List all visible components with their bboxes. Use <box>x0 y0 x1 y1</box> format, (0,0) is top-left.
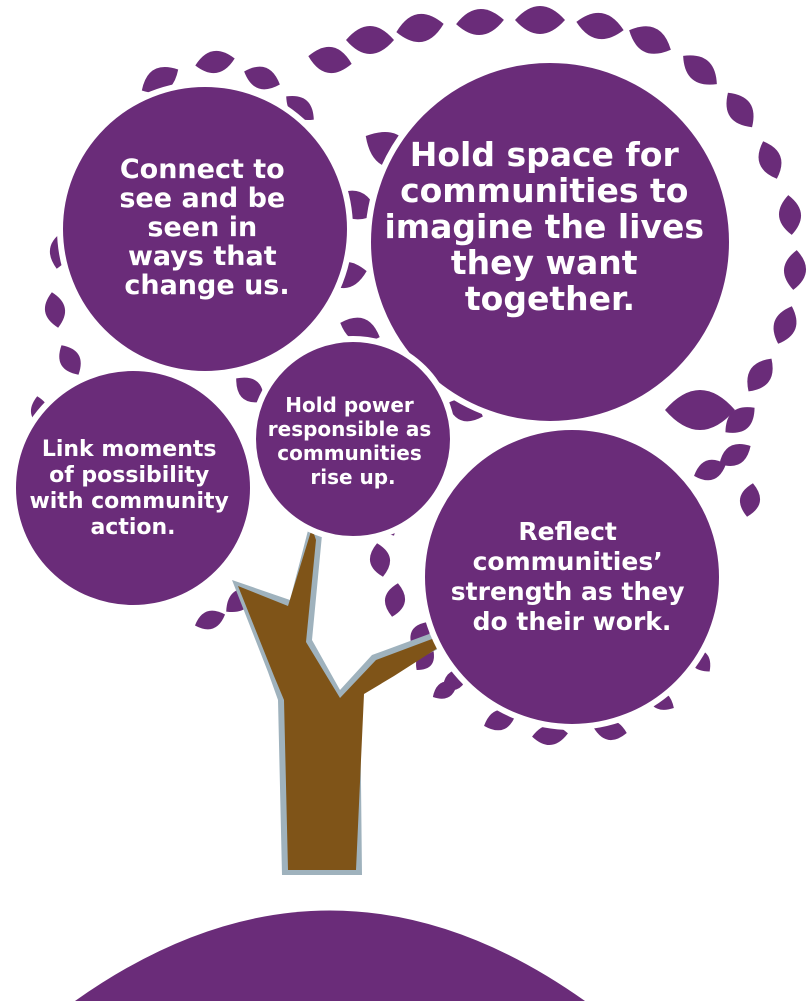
bubble-hold-power-line: communities <box>277 441 422 465</box>
leaf-shape <box>195 50 235 74</box>
leaf-shape <box>370 543 390 577</box>
bubble-link-text: Link moments of possibility with communi… <box>29 437 236 540</box>
bubble-link-line: Link moments <box>42 437 217 462</box>
leaf-shape <box>629 26 671 54</box>
bubble-connect-line: seen in <box>147 212 257 243</box>
leaf-shape <box>576 12 624 40</box>
leaf-shape <box>665 390 735 430</box>
bubble-link: Link moments of possibility with communi… <box>10 365 256 611</box>
leaf-shape <box>236 377 264 403</box>
leaf-shape <box>308 47 352 73</box>
bubble-connect-line: change us. <box>124 270 289 301</box>
leaf-shape <box>683 55 717 85</box>
bubble-reflect-line: Reflect <box>518 517 617 546</box>
bubble-reflect: Reflect communities’ strength as they do… <box>419 424 725 730</box>
leaf-shape <box>719 444 751 466</box>
leaf-shape <box>726 92 754 128</box>
leaf-shape <box>747 358 773 392</box>
bubble-link-line: with community <box>29 489 228 514</box>
leaf-shape <box>59 345 81 375</box>
bubble-hold-power: Hold power responsible as communities ri… <box>250 336 456 542</box>
bubble-connect-text: Connect to see and be seen in ways that … <box>119 154 294 301</box>
bubble-hold-power-line: rise up. <box>310 465 395 489</box>
bubble-hold-space-line: communities to <box>400 171 688 210</box>
bubble-hold-space-line: Hold space for <box>410 135 680 174</box>
leaf-shape <box>244 66 280 90</box>
tree-trunk <box>232 515 452 875</box>
leaf-shape <box>515 6 565 34</box>
leaf-shape <box>44 292 66 328</box>
leaf-shape <box>694 459 726 481</box>
bubble-hold-space-line: they want <box>451 243 638 282</box>
trunk-wood <box>238 528 444 870</box>
leaf-shape <box>432 681 458 699</box>
leaf-shape <box>773 306 797 344</box>
ground-hill <box>75 910 585 1001</box>
bubble-reflect-line: strength as they <box>451 577 685 606</box>
leaf-shape <box>532 725 568 745</box>
bubble-hold-power-line: responsible as <box>268 417 432 441</box>
leaf-shape <box>758 141 782 179</box>
bubble-connect-line: see and be <box>119 183 285 214</box>
bubble-reflect-text: Reflect communities’ strength as they do… <box>451 517 693 636</box>
bubble-hold-space: Hold space for communities to imagine th… <box>365 57 735 427</box>
bubble-connect-line: ways that <box>128 241 277 272</box>
bubble-link-line: action. <box>90 515 175 540</box>
leaf-shape <box>784 250 806 290</box>
bubble-hold-power-line: Hold power <box>285 393 414 417</box>
leaf-shape <box>346 26 394 54</box>
bubble-reflect-line: do their work. <box>473 607 672 636</box>
bubble-connect-line: Connect to <box>120 154 285 185</box>
leaf-shape <box>725 407 755 433</box>
bubble-hold-space-text: Hold space for communities to imagine th… <box>384 135 715 318</box>
bubble-hold-space-line: imagine the lives <box>384 207 704 246</box>
leaf-shape <box>779 195 801 235</box>
leaf-shape <box>456 9 504 35</box>
leaf-shape <box>740 483 760 517</box>
bubble-reflect-line: communities’ <box>473 547 663 576</box>
bubble-connect: Connect to see and be seen in ways that … <box>57 81 353 377</box>
bubble-link-line: of possibility <box>49 463 209 488</box>
bubble-hold-space-line: together. <box>465 279 635 318</box>
bubble-hold-power-text: Hold power responsible as communities ri… <box>268 393 438 489</box>
leaf-shape <box>194 610 226 630</box>
leaf-shape <box>385 583 405 617</box>
leaf-shape <box>396 13 444 43</box>
